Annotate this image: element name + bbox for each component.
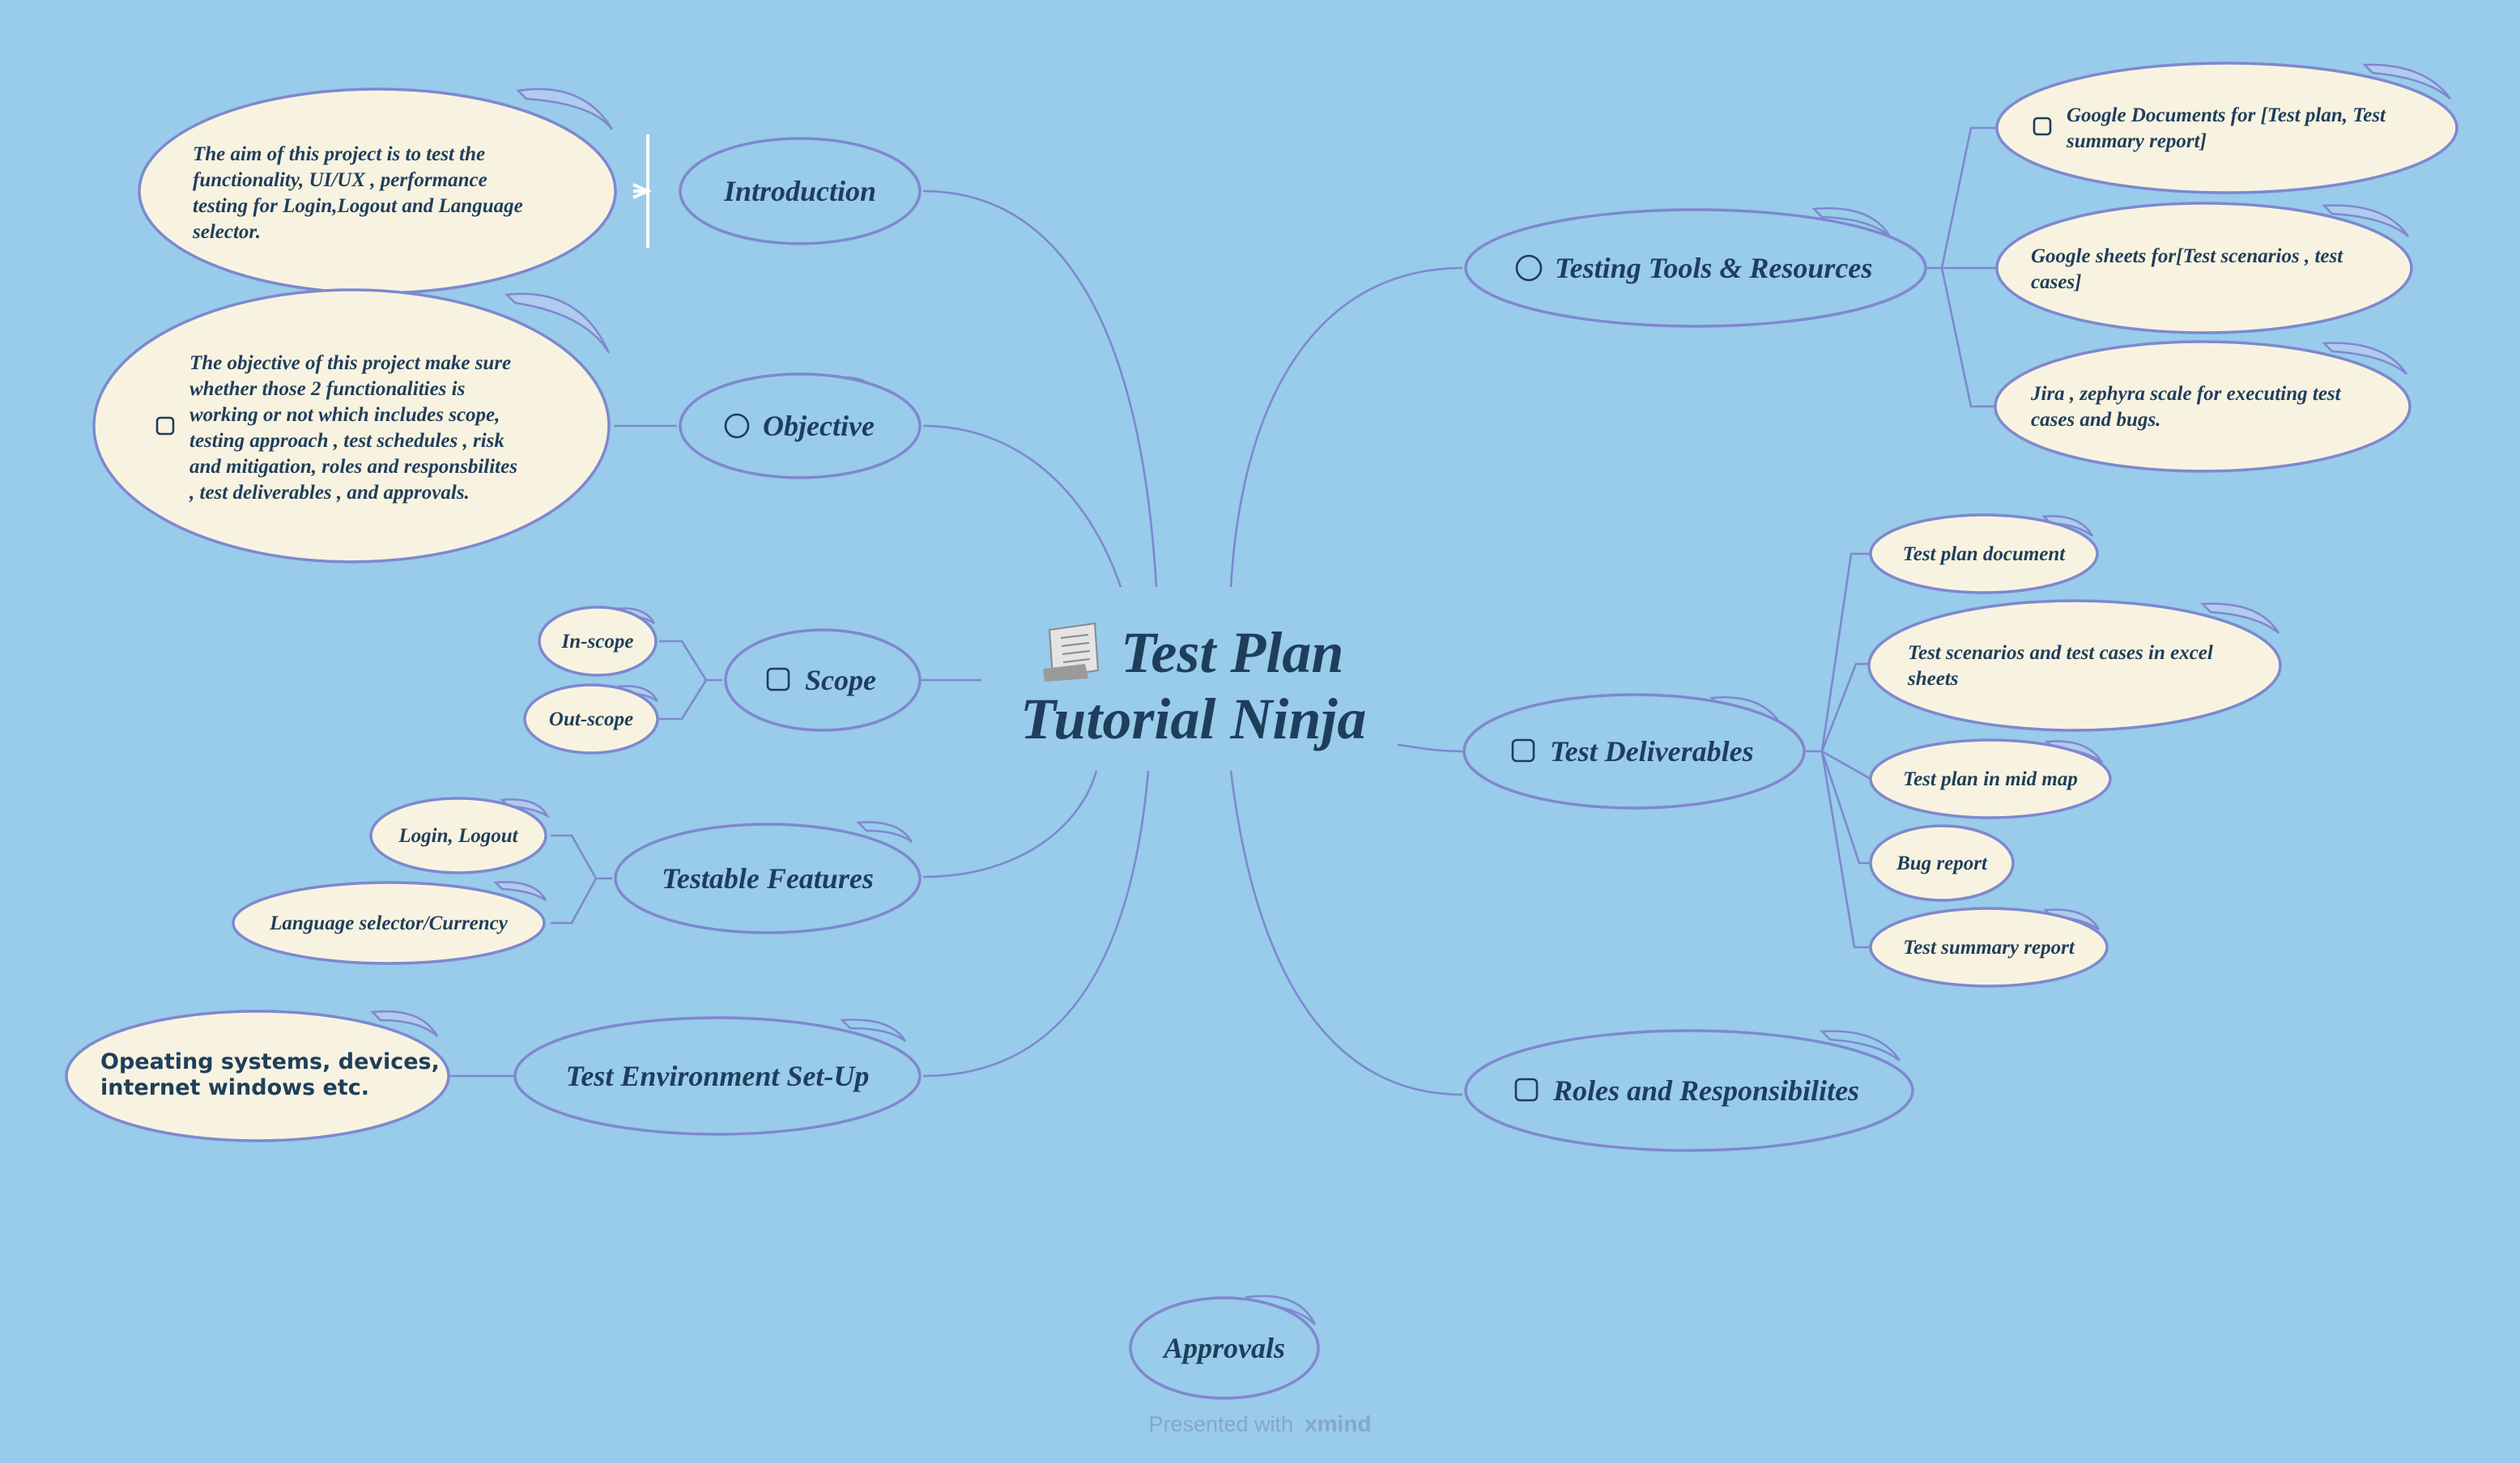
tool-item-line: cases and bugs.	[2031, 409, 2160, 431]
note-introduction-line: testing for Login,Logout and Language	[193, 195, 523, 217]
scope-item-label: In-scope	[561, 631, 634, 653]
note-introduction[interactable]: The aim of this project is to test the f…	[138, 87, 617, 295]
deliverable-item-label: Bug report	[1896, 853, 1988, 874]
note-introduction-line: The aim of this project is to test the	[193, 143, 485, 165]
connectors	[450, 126, 1997, 1096]
tool-item-line: Google sheets for[Test scenarios , test	[2031, 245, 2343, 267]
svg-text:Google Documents for [Test pla: Google Documents for [Test plan, Test su…	[2066, 104, 2390, 152]
deliverable-test-plan-mind-map[interactable]: Test plan in mid map	[1869, 738, 2112, 819]
tool-item-line: Google Documents for [Test plan, Test	[2067, 104, 2386, 126]
branch-scope-label: Scope	[805, 664, 876, 696]
branch-test-deliverables-label: Test Deliverables	[1550, 735, 1754, 768]
subtopic-out-scope[interactable]: Out-scope	[523, 683, 659, 755]
branch-roles[interactable]: Roles and Responsibilites	[1464, 1029, 1914, 1152]
deliverable-item-line: sheets	[1907, 668, 1959, 690]
subtopic-in-scope[interactable]: In-scope	[538, 606, 658, 677]
scroll-document-icon	[1043, 622, 1100, 682]
branch-test-deliverables[interactable]: Test Deliverables	[1462, 693, 1806, 810]
subtopic-language-selector[interactable]: Language selector/Currency	[232, 881, 547, 965]
footer-brand: xmind	[1305, 1411, 1371, 1436]
deliverable-test-scenarios[interactable]: Test scenarios and test cases in excel s…	[1867, 599, 2282, 732]
deliverable-test-summary-report[interactable]: Test summary report	[1869, 907, 2109, 988]
connector-introduction-note	[632, 134, 652, 248]
connector-testable-items	[551, 834, 612, 925]
note-environment-line: Opeating systems, devices,	[100, 1049, 440, 1074]
branch-introduction-label: Introduction	[723, 175, 876, 207]
branch-approvals[interactable]: Approvals	[1129, 1295, 1320, 1400]
tool-item-line: Jira , zephyra scale for executing test	[2030, 383, 2342, 405]
branch-testing-tools[interactable]: Testing Tools & Resources	[1464, 207, 1927, 328]
svg-text:The aim of this project is to: The aim of this project is to test the f…	[192, 143, 528, 243]
circle-marker-icon	[1515, 254, 1543, 282]
branch-approvals-label: Approvals	[1162, 1332, 1285, 1364]
svg-text:Test scenarios and test cases: Test scenarios and test cases in excel s…	[1907, 642, 2218, 690]
square-marker-icon	[766, 667, 790, 691]
note-objective-line: The objective of this project make sure	[189, 352, 511, 374]
subtopic-login-logout[interactable]: Login, Logout	[369, 797, 551, 874]
central-topic[interactable]: Test Plan Tutorial Ninja	[1020, 620, 1366, 751]
testable-item-label: Login, Logout	[398, 825, 518, 847]
note-objective[interactable]: The objective of this project make sure …	[92, 288, 611, 564]
connector-testable-features	[922, 770, 1098, 878]
branch-test-environment-label: Test Environment Set-Up	[566, 1060, 870, 1092]
connector-roles	[1229, 770, 1463, 1096]
note-environment-line: internet windows etc.	[100, 1075, 369, 1100]
tool-item-line: cases]	[2031, 271, 2081, 293]
branch-testing-tools-label: Testing Tools & Resources	[1555, 252, 1872, 284]
connector-test-deliverables	[1397, 743, 1463, 753]
connector-objective	[922, 424, 1122, 588]
square-marker-icon	[155, 416, 175, 436]
deliverable-item-label: Test plan in mid map	[1903, 768, 2078, 790]
central-title-line2: Tutorial Ninja	[1020, 687, 1366, 751]
deliverable-item-label: Test plan document	[1903, 543, 2067, 565]
svg-text:Opeating systems, devices,: Opeating systems, devices, internet wind…	[100, 1049, 447, 1100]
branch-introduction[interactable]: Introduction	[679, 137, 922, 245]
deliverable-test-plan-document[interactable]: Test plan document	[1869, 513, 2099, 594]
square-marker-icon	[2033, 117, 2052, 136]
circle-marker-icon	[724, 413, 750, 439]
svg-text:The objective of this project: The objective of this project make sure …	[189, 352, 522, 504]
connector-introduction	[922, 189, 1158, 588]
note-objective-line: working or not which includes scope,	[189, 404, 500, 426]
note-environment[interactable]: Opeating systems, devices, internet wind…	[65, 1010, 450, 1142]
deliverable-bug-report[interactable]: Bug report	[1869, 824, 2015, 902]
connector-testing-tools	[1229, 266, 1463, 588]
footer-credit: Presented with xmind	[1148, 1411, 1371, 1436]
testable-item-label: Language selector/Currency	[269, 912, 509, 934]
note-objective-line: testing approach , test schedules , risk	[189, 430, 504, 452]
connector-test-environment	[922, 770, 1150, 1078]
connector-scope-items	[659, 640, 722, 721]
connector-tools-items	[1927, 126, 1997, 408]
square-marker-icon	[1514, 1078, 1539, 1102]
tool-item-jira[interactable]: Jira , zephyra scale for executing test …	[1994, 340, 2411, 473]
branch-testable-features[interactable]: Testable Features	[614, 821, 922, 934]
note-introduction-line: functionality, UI/UX , performance	[193, 169, 487, 191]
scope-item-label: Out-scope	[549, 708, 633, 730]
branch-testable-features-label: Testable Features	[662, 862, 874, 895]
tool-item-line: summary report]	[2066, 130, 2207, 152]
svg-text:Google sheets for[Test scenari: Google sheets for[Test scenarios , test …	[2031, 245, 2348, 293]
deliverable-item-line: Test scenarios and test cases in excel	[1908, 642, 2213, 664]
tool-item-google-sheets[interactable]: Google sheets for[Test scenarios , test …	[1995, 202, 2413, 334]
branch-objective-label: Objective	[763, 410, 875, 442]
note-objective-line: , test deliverables , and approvals.	[189, 482, 470, 504]
connector-deliverables-items	[1806, 552, 1871, 949]
note-objective-line: whether those 2 functionalities is	[189, 378, 465, 400]
branch-objective[interactable]: Objective	[679, 372, 922, 479]
branch-roles-label: Roles and Responsibilites	[1552, 1074, 1859, 1107]
svg-text:Presented with xmind: Presented with xmind	[1148, 1411, 1371, 1436]
square-marker-icon	[1511, 738, 1535, 763]
note-introduction-line: selector.	[192, 221, 261, 243]
svg-text:Jira , zephyra scale for execu: Jira , zephyra scale for executing test …	[2030, 383, 2346, 431]
branch-test-environment[interactable]: Test Environment Set-Up	[513, 1016, 922, 1136]
branch-scope[interactable]: Scope	[724, 628, 922, 732]
central-title-line1: Test Plan	[1121, 620, 1343, 685]
note-objective-line: and mitigation, roles and responsbilites	[189, 456, 517, 478]
footer-prefix: Presented with	[1148, 1412, 1293, 1436]
tool-item-google-docs[interactable]: Google Documents for [Test plan, Test su…	[1995, 62, 2458, 194]
deliverable-item-label: Test summary report	[1903, 937, 2075, 959]
